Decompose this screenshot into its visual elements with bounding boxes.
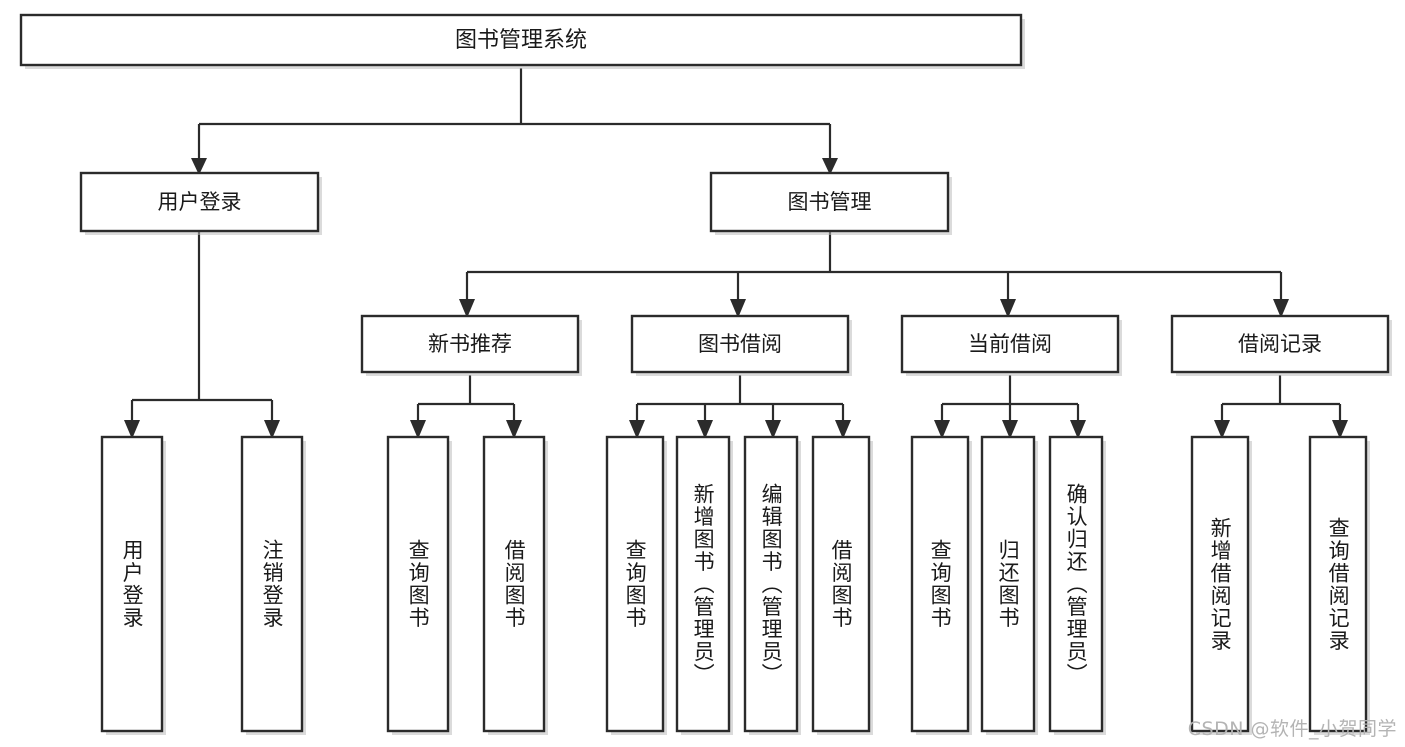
arrow-to-new-book (459, 299, 475, 318)
arrow-bookborrow-leaf-4 (835, 420, 851, 439)
node-label-new-book-recommend: 新书推荐 (428, 332, 512, 356)
arrow-to-current-borrow (1000, 299, 1016, 318)
node-box-leaf-cb-return[interactable] (980, 435, 1036, 733)
arrow-borrowrecord-leaf-1 (1214, 420, 1230, 439)
node-label-root: 图书管理系统 (455, 28, 587, 53)
node-layer: 图书管理系统 用户登录 图书管理 新书推荐 图书借阅 当前借阅 借阅记录 (19, 13, 1392, 735)
node-box-leaf-bb-add[interactable] (675, 435, 731, 733)
node-label-book-borrow: 图书借阅 (698, 332, 782, 356)
node-box-book-borrow[interactable] (630, 314, 850, 374)
node-box-leaf-newbook-query[interactable] (386, 435, 450, 733)
node-box-leaf-cb-confirm[interactable] (1048, 435, 1104, 733)
node-box-leaf-br-query[interactable] (1308, 435, 1368, 733)
arrow-bookborrow-leaf-3 (765, 420, 781, 439)
arrow-to-borrow-record (1273, 299, 1289, 318)
node-box-leaf-bb-query[interactable] (605, 435, 665, 733)
arrow-to-leaf-logout (264, 420, 280, 439)
arrow-currentborrow-leaf-2 (1002, 420, 1018, 439)
node-box-root[interactable] (19, 13, 1023, 67)
arrow-currentborrow-leaf-1 (934, 420, 950, 439)
arrow-newbook-leaf-2 (506, 420, 522, 439)
arrow-to-book-borrow (730, 299, 746, 318)
node-box-leaf-logout[interactable] (240, 435, 304, 733)
node-box-new-book-recommend[interactable] (360, 314, 580, 374)
node-label-current-borrow: 当前借阅 (968, 332, 1052, 356)
arrow-bookborrow-leaf-2 (697, 420, 713, 439)
arrow-to-leaf-user-login (124, 420, 140, 439)
arrow-borrowrecord-leaf-2 (1332, 420, 1348, 439)
node-box-leaf-br-add[interactable] (1190, 435, 1250, 733)
node-box-current-borrow[interactable] (900, 314, 1120, 374)
node-box-borrow-record[interactable] (1170, 314, 1390, 374)
arrow-to-book-manage (822, 158, 838, 175)
arrow-newbook-leaf-1 (410, 420, 426, 439)
node-box-leaf-cb-query[interactable] (910, 435, 970, 733)
node-box-leaf-bb-borrow[interactable] (811, 435, 871, 733)
node-box-leaf-newbook-borrow[interactable] (482, 435, 546, 733)
node-box-user-login[interactable] (79, 171, 320, 233)
csdn-watermark: CSDN @软件_小贺同学 (1187, 718, 1397, 740)
arrow-currentborrow-leaf-3 (1070, 420, 1086, 439)
arrow-bookborrow-leaf-1 (629, 420, 645, 439)
node-label-borrow-record: 借阅记录 (1238, 332, 1322, 356)
connector-layer (124, 68, 1348, 439)
node-label-user-login: 用户登录 (158, 190, 242, 214)
node-label-book-manage: 图书管理 (788, 190, 872, 214)
node-box-book-manage[interactable] (709, 171, 950, 233)
node-box-leaf-user-login[interactable] (100, 435, 164, 733)
node-box-leaf-bb-edit[interactable] (743, 435, 799, 733)
arrow-to-user-login (191, 158, 207, 175)
